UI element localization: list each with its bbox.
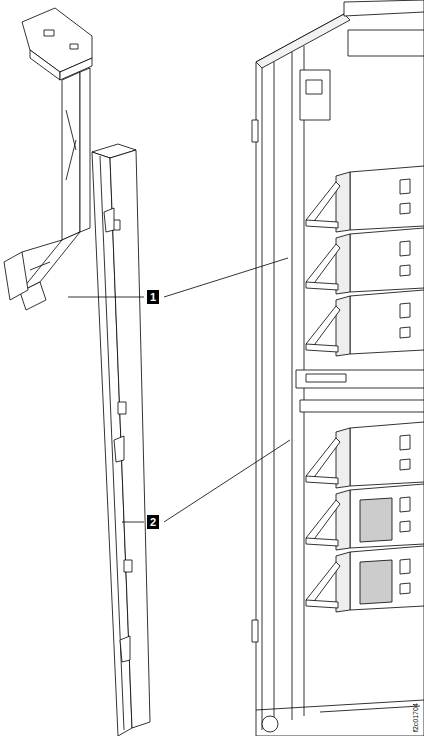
module-part: [400, 435, 410, 450]
callout-number: 2: [147, 515, 159, 529]
module-part: [306, 182, 340, 224]
module-part: [306, 500, 340, 542]
leader-lines: [68, 258, 290, 522]
module-part: [400, 459, 410, 470]
module-part: [400, 583, 410, 594]
module-part: [350, 228, 424, 292]
rack-frame: [252, 0, 424, 736]
figure-code: f2c01704: [412, 703, 420, 732]
module-part: [306, 282, 338, 290]
module-part: [306, 562, 340, 604]
module-part: [360, 560, 392, 604]
module-part: [400, 497, 410, 512]
module-part: [400, 179, 410, 194]
module-part: [306, 306, 340, 348]
module-part: [306, 438, 340, 480]
module-stack: [306, 166, 424, 612]
module-part: [400, 203, 410, 214]
bracket-part: [4, 8, 92, 310]
module-part: [400, 265, 410, 276]
module-part: [306, 538, 338, 546]
module-part: [360, 498, 392, 542]
module-part: [306, 344, 338, 352]
module-part: [306, 244, 340, 286]
callout-number: 1: [147, 290, 159, 304]
module-part: [350, 422, 424, 486]
module-part: [400, 327, 410, 338]
module-part: [400, 521, 410, 532]
module-part: [306, 600, 338, 608]
module-part: [350, 484, 424, 548]
module-part: [350, 546, 424, 610]
module-part: [306, 476, 338, 484]
module-part: [350, 290, 424, 354]
module-part: [400, 241, 410, 256]
module-part: [350, 166, 424, 230]
module-part: [400, 303, 410, 318]
module-part: [400, 559, 410, 574]
module-part: [306, 220, 338, 228]
channel-part: [92, 144, 150, 736]
